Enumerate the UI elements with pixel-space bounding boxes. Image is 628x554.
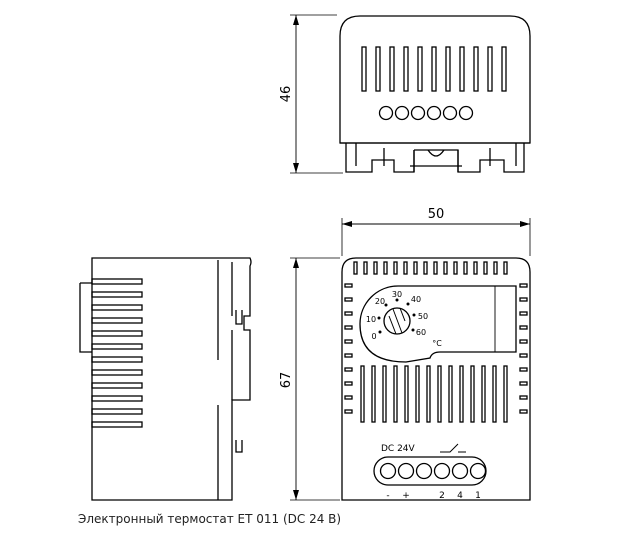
top-view-terminals [378,105,474,121]
top-view-slots [361,46,507,92]
dimension-50: 50 [341,207,531,256]
dimension-46: 46 [279,14,343,174]
side-view [79,257,252,501]
terminal-label-minus: - [386,491,389,501]
caption: Электронный термостат ET 011 (DC 24 В) [78,512,342,526]
dial-label-40: 40 [411,295,421,304]
terminal-block [373,456,487,486]
dial-window [359,285,517,363]
side-view-slots [91,278,143,428]
dial-label-10: 10 [366,315,376,324]
dial-label-50: 50 [418,312,428,321]
dc-voltage-label: DC 24V [381,444,416,454]
front-side-slots [344,283,528,414]
terminal-label-1: 1 [475,491,481,501]
dimension-46-label: 46 [279,86,294,103]
dial-label-0: 0 [371,332,376,341]
din-rail-clip [345,143,525,173]
relay-symbol [440,443,466,453]
dimension-50-label: 50 [428,207,445,222]
terminal-label-4: 4 [457,491,463,501]
terminal-label-plus: + [402,491,410,501]
unit-label: °C [432,339,442,348]
front-top-slots [353,261,508,275]
terminal-label-2: 2 [439,491,445,501]
front-view: 0 10 20 30 40 50 60 °C DC 24V [279,207,531,501]
dial-label-30: 30 [392,290,402,299]
front-vertical-slots [360,365,508,423]
dimension-67: 67 [279,257,340,501]
dimension-67-label: 67 [279,372,294,389]
dial-label-60: 60 [416,328,426,337]
dial-label-20: 20 [375,297,385,306]
top-view: 46 [279,14,531,174]
dial: 0 10 20 30 40 50 60 °C [366,290,442,348]
